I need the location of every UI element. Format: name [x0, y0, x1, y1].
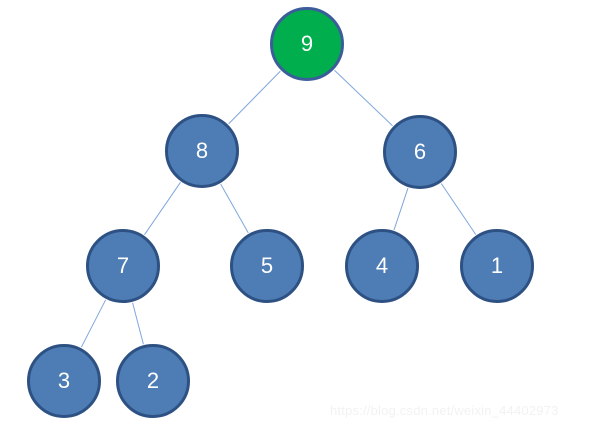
tree-edge-n7-n3	[80, 299, 107, 348]
tree-node-4[interactable]: 4	[345, 229, 419, 303]
watermark-text: https://blog.csdn.net/weixin_44402973	[330, 403, 559, 418]
tree-node-1[interactable]: 1	[460, 229, 534, 303]
tree-node-label: 6	[413, 139, 427, 164]
tree-node-label: 2	[146, 368, 160, 393]
tree-node-label: 9	[300, 31, 314, 56]
tree-edge-n9-n6	[334, 69, 393, 127]
tree-node-label: 4	[375, 253, 389, 278]
tree-node-label: 7	[116, 253, 130, 278]
tree-node-5[interactable]: 5	[230, 229, 304, 303]
tree-node-7[interactable]: 7	[86, 229, 160, 303]
tree-node-8[interactable]: 8	[165, 114, 239, 188]
tree-edge-n7-n2	[132, 302, 144, 345]
tree-edge-n6-n1	[440, 183, 477, 235]
tree-edge-n6-n4	[393, 187, 409, 231]
tree-node-3[interactable]: 3	[27, 344, 101, 418]
tree-node-6[interactable]: 6	[383, 115, 457, 189]
tree-node-label: 5	[260, 253, 274, 278]
tree-node-9[interactable]: 9	[270, 7, 344, 81]
tree-edge-n9-n8	[228, 70, 281, 125]
tree-edge-n8-n7	[144, 182, 181, 235]
tree-node-label: 8	[195, 138, 209, 163]
tree-edge-n8-n5	[220, 183, 249, 234]
tree-node-2[interactable]: 2	[116, 344, 190, 418]
tree-node-label: 1	[490, 253, 504, 278]
tree-node-label: 3	[57, 368, 71, 393]
